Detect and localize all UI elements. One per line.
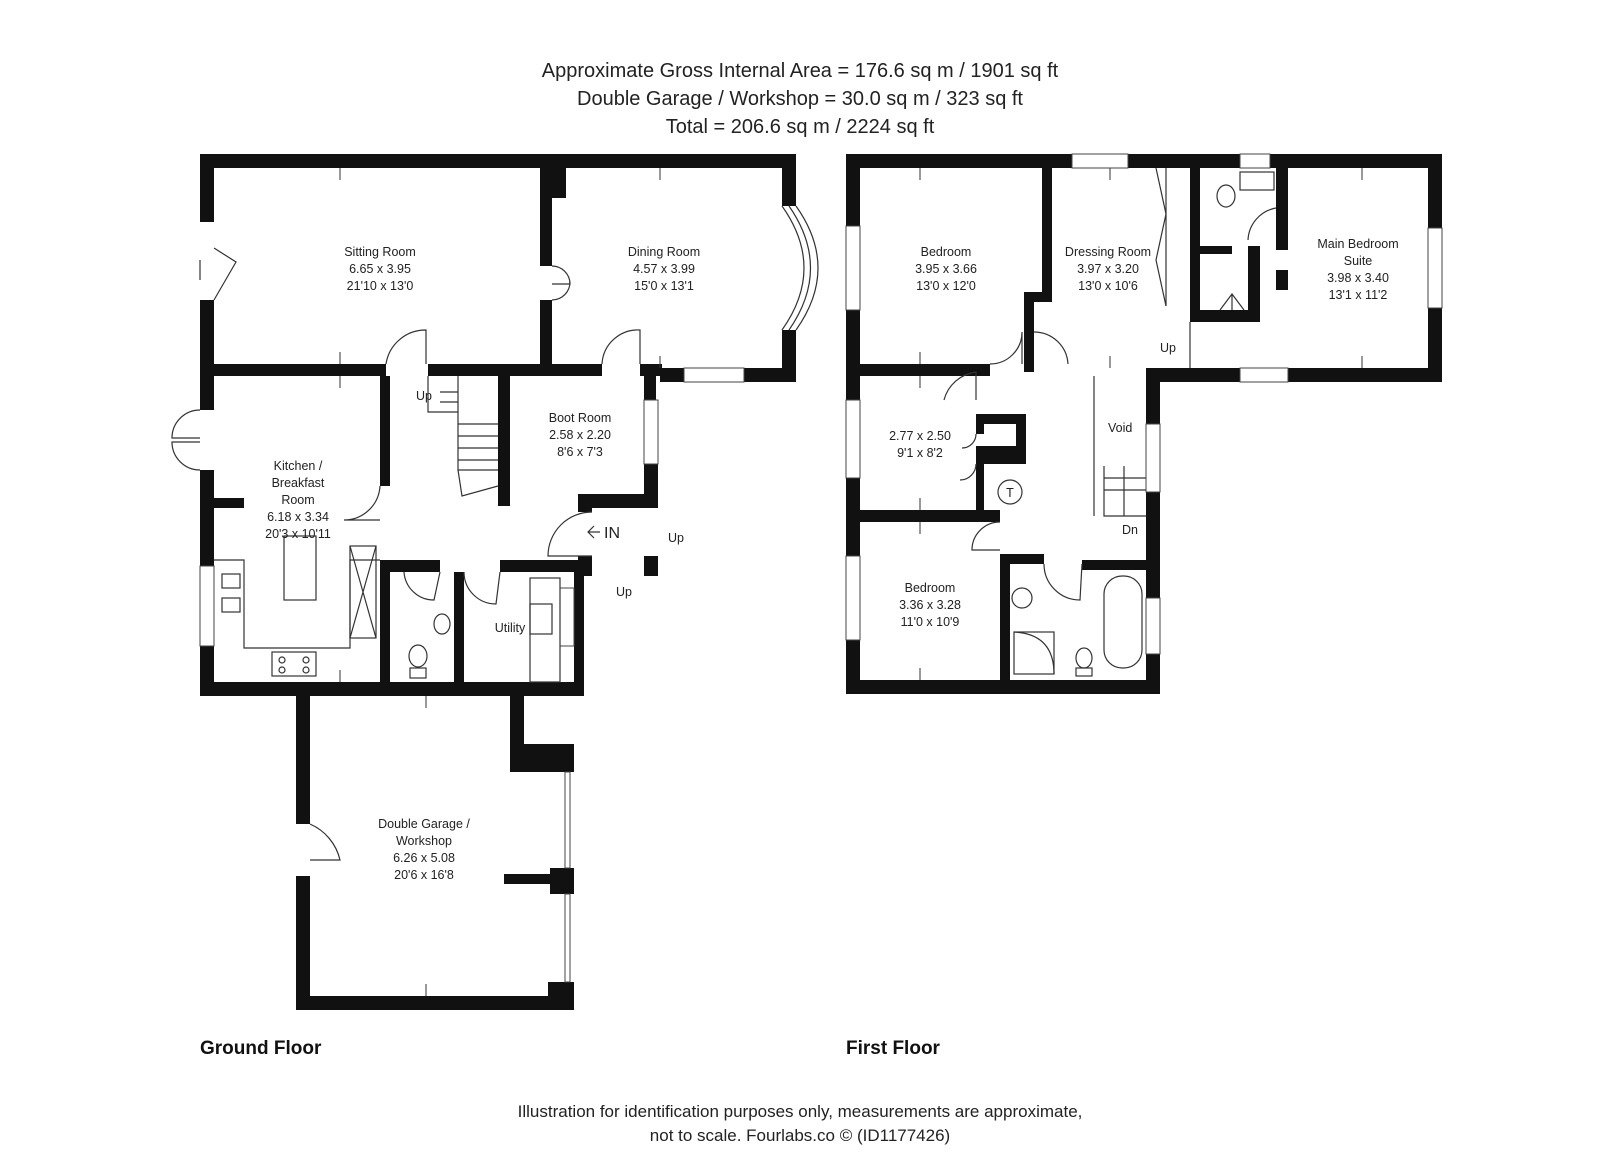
first-floor-walls bbox=[846, 154, 1442, 694]
ground-floor-walls bbox=[200, 154, 796, 1010]
stairs-down-label: Dn bbox=[1122, 523, 1138, 537]
sitting-room-imperial: 21'10 x 13'0 bbox=[347, 279, 414, 293]
garage-name-line1: Double Garage / bbox=[378, 817, 470, 831]
main-bedroom-name-line1: Main Bedroom bbox=[1317, 237, 1398, 251]
garage-imperial: 20'6 x 16'8 bbox=[394, 868, 454, 882]
disclaimer: Illustration for identification purposes… bbox=[0, 1100, 1600, 1148]
dressing-room-imperial: 13'0 x 10'6 bbox=[1078, 279, 1138, 293]
entrance-in-label: IN bbox=[604, 525, 620, 542]
garage-metric: 6.26 x 5.08 bbox=[393, 851, 455, 865]
main-bedroom-name-line2: Suite bbox=[1344, 254, 1373, 268]
small-bedroom-imperial: 9'1 x 8'2 bbox=[897, 446, 943, 460]
area-summary: Approximate Gross Internal Area = 176.6 … bbox=[0, 57, 1600, 141]
bedroom1-name: Bedroom bbox=[921, 245, 972, 259]
kitchen-name-line2: Breakfast bbox=[272, 476, 325, 490]
kitchen-metric: 6.18 x 3.34 bbox=[267, 510, 329, 524]
total-area: Total = 206.6 sq m / 2224 sq ft bbox=[665, 116, 935, 138]
ground-floor-label: Ground Floor bbox=[200, 1038, 322, 1059]
garage-name-line2: Workshop bbox=[396, 834, 452, 848]
bedroom2-name: Bedroom bbox=[905, 581, 956, 595]
dimension-arrows bbox=[339, 168, 1363, 996]
entrance-up-label-right: Up bbox=[668, 531, 684, 545]
sitting-room-name: Sitting Room bbox=[344, 245, 416, 259]
bedroom2-metric: 3.36 x 3.28 bbox=[899, 598, 961, 612]
utility-name: Utility bbox=[495, 621, 526, 635]
bedroom2-imperial: 11'0 x 10'9 bbox=[901, 615, 960, 629]
stairs-up-label: Up bbox=[416, 389, 432, 403]
first-floor-details bbox=[845, 153, 1443, 677]
ground-floor-details bbox=[171, 205, 819, 983]
tank-label: T bbox=[1006, 486, 1014, 500]
small-bedroom-metric: 2.77 x 2.50 bbox=[889, 429, 951, 443]
kitchen-imperial: 20'3 x 10'11 bbox=[265, 527, 331, 541]
dressing-room-name: Dressing Room bbox=[1065, 245, 1151, 259]
entrance-up-label-bottom: Up bbox=[616, 585, 632, 599]
boot-room-imperial: 8'6 x 7'3 bbox=[557, 445, 603, 459]
boot-room-metric: 2.58 x 2.20 bbox=[549, 428, 611, 442]
sitting-room-metric: 6.65 x 3.95 bbox=[349, 262, 411, 276]
bedroom1-metric: 3.95 x 3.66 bbox=[915, 262, 977, 276]
dining-room-imperial: 15'0 x 13'1 bbox=[634, 279, 694, 293]
disclaimer-line1: Illustration for identification purposes… bbox=[517, 1102, 1083, 1121]
garage-area: Double Garage / Workshop = 30.0 sq m / 3… bbox=[577, 88, 1023, 110]
boot-room-name: Boot Room bbox=[549, 411, 612, 425]
dining-room-metric: 4.57 x 3.99 bbox=[633, 262, 695, 276]
main-bedroom-metric: 3.98 x 3.40 bbox=[1327, 271, 1389, 285]
first-floor-label: First Floor bbox=[846, 1038, 940, 1059]
disclaimer-line2: not to scale. Fourlabs.co © (ID1177426) bbox=[649, 1126, 951, 1145]
void-label: Void bbox=[1108, 421, 1132, 435]
up-label: Up bbox=[1160, 341, 1176, 355]
gross-internal-area: Approximate Gross Internal Area = 176.6 … bbox=[541, 60, 1059, 82]
first-floor-room-labels: Bedroom 3.95 x 3.66 13'0 x 12'0 Dressing… bbox=[889, 237, 1399, 629]
ground-floor-room-labels: Sitting Room 6.65 x 3.95 21'10 x 13'0 Di… bbox=[265, 245, 700, 882]
dining-room-name: Dining Room bbox=[628, 245, 700, 259]
main-bedroom-imperial: 13'1 x 11'2 bbox=[1329, 288, 1388, 302]
bedroom1-imperial: 13'0 x 12'0 bbox=[916, 279, 976, 293]
kitchen-name-line1: Kitchen / bbox=[274, 459, 323, 473]
kitchen-name-line3: Room bbox=[281, 493, 314, 507]
dressing-room-metric: 3.97 x 3.20 bbox=[1077, 262, 1139, 276]
